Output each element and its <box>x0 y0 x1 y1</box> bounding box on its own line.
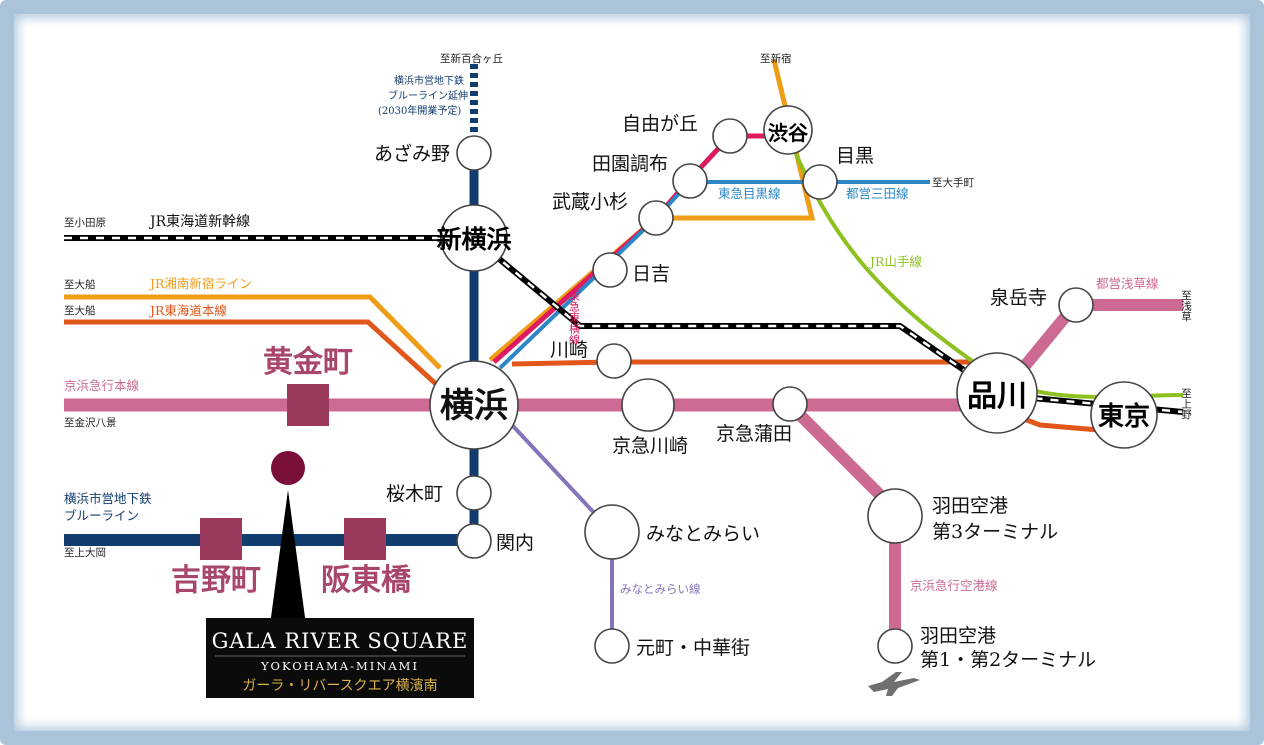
station-motomachi-circle <box>594 628 630 664</box>
label-yamanote: JR山手線 <box>868 254 922 269</box>
station-shinagawa-circle <box>956 352 1038 434</box>
name-haneda3-1: 羽田空港 <box>932 495 1008 517</box>
name-hiyoshi: 日吉 <box>632 263 670 285</box>
station-tokyo-circle <box>1090 381 1158 449</box>
name-musashikosugi: 武蔵小杉 <box>552 191 628 213</box>
name-motomachi: 元町・中華街 <box>636 637 750 659</box>
dest-asakusa: 至浅草 <box>1180 290 1192 322</box>
name-meguro: 目黒 <box>836 145 874 167</box>
name-sengakuji: 泉岳寺 <box>990 287 1047 309</box>
dest-shinjuku: 至新宿 <box>760 52 792 65</box>
station-meguro-circle <box>802 164 838 200</box>
station-hiyoshi-circle <box>592 252 628 288</box>
name-haneda12-2: 第1・第2ターミナル <box>920 649 1096 671</box>
name-kannai: 関内 <box>496 532 534 554</box>
name-haneda12-1: 羽田空港 <box>920 625 996 647</box>
property-name-ja: ガーラ・リバースクエア横濱南 <box>242 678 437 694</box>
label-shinkansen: JR東海道新幹線 <box>148 213 250 230</box>
name-shinagawa: 品川 <box>967 379 1027 414</box>
station-kawasaki-circle <box>596 343 632 379</box>
property-area: YOKOHAMA-MINAMI <box>260 659 419 673</box>
station-yoshinocho-square <box>200 518 242 560</box>
label-keikyu-main: 京浜急行本線 <box>64 378 140 393</box>
station-jiyugaoka-circle <box>712 118 748 154</box>
dest-kanazawa: 至金沢八景 <box>64 416 117 429</box>
property-label: GALA RIVER SQUARE YOKOHAMA-MINAMI ガーラ・リバ… <box>206 618 474 698</box>
property-name: GALA RIVER SQUARE <box>212 629 469 653</box>
name-kawasaki: 川崎 <box>550 339 588 361</box>
name-jiyugaoka: 自由が丘 <box>622 113 698 135</box>
name-shibuya: 渋谷 <box>768 121 809 145</box>
location-pin-icon <box>270 451 306 625</box>
station-sakuragicho-circle <box>456 475 492 511</box>
dest-kamiooka: 至上大岡 <box>64 546 106 559</box>
station-haneda12-circle <box>877 628 913 664</box>
station-bandobashi-square <box>344 518 386 560</box>
name-bandobashi: 阪東橋 <box>321 563 412 598</box>
station-circles <box>429 105 1158 664</box>
station-denenchofu-circle <box>672 163 708 199</box>
dest-shinyurigaoka: 至新百合ヶ丘 <box>440 52 503 65</box>
station-sengakuji-circle <box>1058 287 1094 323</box>
name-keikyu-kawasaki: 京急川崎 <box>612 435 688 457</box>
station-azamino-circle <box>456 135 492 171</box>
tokaido-line-east <box>511 359 980 367</box>
name-yoshinocho: 吉野町 <box>171 563 261 598</box>
station-haneda3-circle <box>867 488 923 544</box>
label-minatomirai: みなとみらい線 <box>620 582 701 596</box>
dest-odawara: 至小田原 <box>64 217 106 229</box>
label-blue-1: 横浜市営地下鉄 <box>64 491 152 506</box>
airplane-icon <box>868 672 920 696</box>
label-blue-2: ブルーライン <box>64 508 139 523</box>
station-keikyu-kamata-circle <box>772 386 808 422</box>
name-haneda3-2: 第3ターミナル <box>932 521 1058 543</box>
station-shinyokohama-circle <box>440 204 508 272</box>
dest-ueno: 至上野 <box>1180 388 1192 420</box>
label-mita: 都営三田線 <box>846 186 909 201</box>
station-shibuya-circle <box>763 105 813 155</box>
label-asakusa: 都営浅草線 <box>1096 276 1159 291</box>
station-keikyu-kawasaki-circle <box>621 378 675 432</box>
label-tokaido: JR東海道本線 <box>148 303 227 318</box>
shonan-shinjuku-line <box>64 294 442 370</box>
dest-ofuna-1: 至大船 <box>64 278 96 291</box>
name-denenchofu: 田園調布 <box>592 153 668 175</box>
station-koganecho-square <box>287 384 329 426</box>
dest-ofuna-2: 至大船 <box>64 304 96 317</box>
name-sakuragicho: 桜木町 <box>386 483 443 505</box>
name-koganecho: 黄金町 <box>263 345 353 380</box>
tokaido-line-west <box>64 319 439 387</box>
name-yokohama: 横浜 <box>440 386 508 426</box>
label-blue-ext-1: 横浜市営地下鉄 <box>394 74 464 87</box>
name-tokyo: 東京 <box>1098 401 1150 432</box>
label-toyoko: 東急東横線 <box>568 290 581 345</box>
name-minatomirai: みなとみらい <box>646 523 760 545</box>
label-airport: 京浜急行空港線 <box>910 578 998 593</box>
name-azamino: あざみ野 <box>374 142 450 165</box>
label-meguro: 東急目黒線 <box>718 186 781 201</box>
label-blue-ext-2: ブルーライン延伸 <box>388 89 468 102</box>
station-musashikosugi-circle <box>638 200 674 236</box>
station-kannai-circle <box>456 523 492 559</box>
label-shonan: JR湘南新宿ライン <box>148 276 252 291</box>
label-blue-ext-3: (2030年開業予定) <box>378 104 461 117</box>
name-keikyu-kamata: 京急蒲田 <box>716 423 792 445</box>
station-minatomirai-circle <box>584 504 640 560</box>
dest-otemachi: 至大手町 <box>932 176 974 189</box>
name-shinyokohama: 新横浜 <box>436 225 511 254</box>
station-yokohama-circle <box>429 360 519 450</box>
